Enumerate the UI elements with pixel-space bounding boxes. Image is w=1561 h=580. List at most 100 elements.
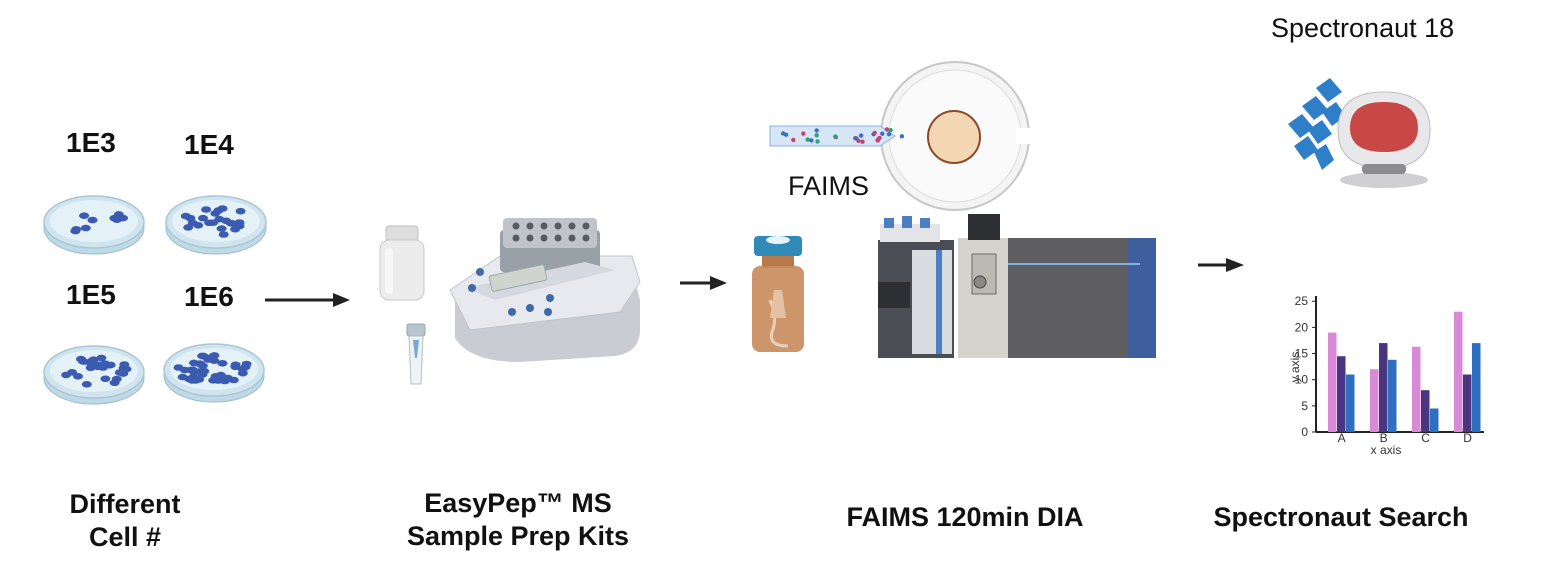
- cell-dot: [197, 362, 208, 370]
- x-tick-label: C: [1421, 431, 1430, 445]
- cell-dot: [198, 352, 209, 360]
- cell-dot: [113, 211, 124, 218]
- cell-dot: [188, 368, 199, 376]
- cell-dot: [217, 205, 228, 212]
- step-4-line1: Spectronaut Search: [1213, 502, 1469, 532]
- cell-dot: [237, 369, 248, 377]
- petri-dish-1e6: [163, 343, 265, 403]
- cell-dot: [105, 361, 116, 369]
- y-axis-title: y axis: [1288, 352, 1302, 383]
- cell-dot: [87, 216, 98, 224]
- faims-label: FAIMS: [788, 171, 870, 201]
- cell-dot: [208, 377, 219, 384]
- cell-dot: [80, 224, 91, 232]
- cell-dot: [79, 212, 90, 219]
- cell-dot: [235, 207, 246, 215]
- bar-b-s3: [1388, 359, 1397, 432]
- x-tick-label: A: [1338, 431, 1346, 445]
- cell-dot: [183, 224, 194, 231]
- software-label: Spectronaut 18: [1271, 13, 1455, 43]
- cell-dot: [70, 227, 81, 235]
- reagent-bottle-icon: [379, 225, 425, 301]
- y-tick-label: 15: [1295, 347, 1309, 361]
- y-tick-label: 25: [1295, 294, 1309, 308]
- cell-dot: [96, 354, 107, 362]
- cell-dot: [173, 364, 184, 371]
- cell-dot: [198, 214, 208, 222]
- step-1-caption: Different Cell #: [40, 488, 210, 554]
- petri-dish-1e3: [43, 195, 145, 255]
- cell-dot: [209, 352, 220, 359]
- cell-dot: [61, 371, 72, 379]
- cell-dot: [241, 360, 252, 368]
- bar-c-s2: [1421, 390, 1430, 432]
- cell-dot: [114, 369, 125, 376]
- step-2-line2: Sample Prep Kits: [406, 521, 630, 551]
- dish-label-1e3: 1E3: [66, 127, 116, 158]
- petri-dish-1e5: [43, 345, 145, 405]
- cell-dot: [109, 379, 120, 387]
- cell-dot: [197, 371, 208, 378]
- cell-dot: [226, 220, 237, 227]
- cell-dot: [177, 373, 188, 381]
- step-2-caption: EasyPep™ MS Sample Prep Kits: [390, 487, 646, 553]
- petri-dish-1e4: [165, 195, 267, 255]
- cell-dot: [119, 361, 130, 368]
- spin-tube-icon: [406, 323, 426, 385]
- cell-dot: [214, 372, 225, 380]
- cell-dot: [73, 373, 83, 380]
- cell-dot: [208, 219, 219, 226]
- cell-dot: [209, 357, 220, 365]
- bar-a-s1: [1328, 332, 1337, 432]
- step-2-line1: EasyPep™ MS: [424, 488, 612, 518]
- cell-dot: [185, 214, 196, 222]
- step-3-line1: FAIMS 120min DIA: [846, 502, 1084, 532]
- cell-dot: [81, 381, 92, 388]
- step-3-caption: FAIMS 120min DIA: [830, 501, 1100, 534]
- y-tick-label: 5: [1301, 399, 1308, 413]
- bar-d-s1: [1454, 311, 1463, 432]
- cell-dot: [228, 376, 239, 384]
- bar-c-s3: [1430, 408, 1439, 432]
- x-axis-title: x axis: [1371, 443, 1402, 457]
- bar-a-s3: [1346, 374, 1355, 432]
- bar-b-s2: [1379, 343, 1388, 432]
- thermomixer-icon: [449, 218, 641, 362]
- bar-c-s1: [1412, 346, 1421, 432]
- y-tick-label: 10: [1295, 373, 1309, 387]
- y-tick-label: 20: [1295, 320, 1309, 334]
- cell-dot: [234, 222, 245, 230]
- step-1-line1: Different: [69, 489, 181, 519]
- bar-d-s2: [1463, 374, 1472, 432]
- cell-dot: [217, 360, 228, 367]
- cell-dot: [86, 361, 97, 368]
- cell-dot: [216, 225, 227, 232]
- step-1-line2: Cell #: [88, 522, 162, 552]
- arrow-3: [1198, 258, 1244, 272]
- y-tick-label: 0: [1301, 425, 1308, 439]
- dish-label-1e6: 1E6: [184, 281, 234, 312]
- step-4-caption: Spectronaut Search: [1200, 501, 1482, 534]
- cell-dot: [201, 206, 212, 213]
- cell-dot: [218, 231, 229, 238]
- cell-dot: [190, 377, 201, 384]
- dish-label-1e4: 1E4: [184, 129, 234, 160]
- x-tick-label: D: [1463, 431, 1472, 445]
- dish-label-1e5: 1E5: [66, 279, 116, 310]
- arrow-2: [680, 276, 727, 290]
- bar-d-s3: [1472, 343, 1481, 432]
- cell-dot: [100, 375, 111, 383]
- bar-b-s1: [1370, 369, 1379, 432]
- x-tick-label: B: [1380, 431, 1388, 445]
- bar-a-s2: [1337, 356, 1346, 432]
- arrow-1: [265, 293, 350, 307]
- cell-dot: [219, 377, 230, 385]
